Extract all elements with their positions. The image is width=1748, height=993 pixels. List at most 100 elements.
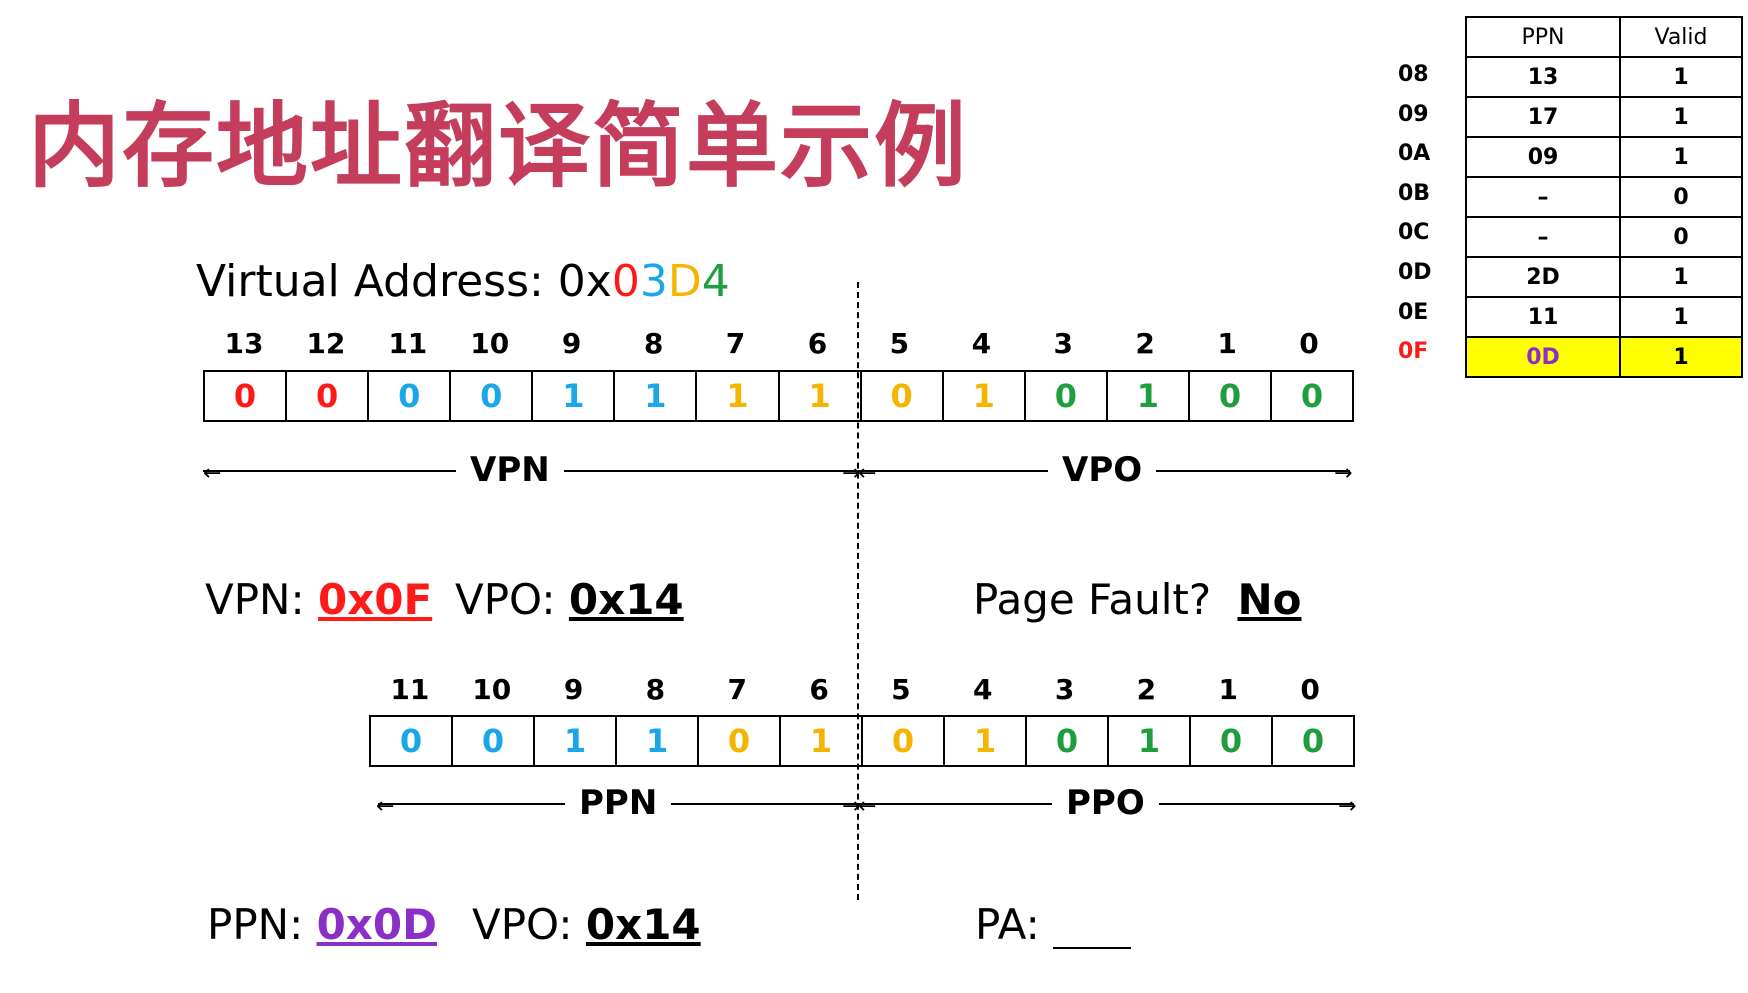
page-table-ppn-cell: 0D bbox=[1465, 336, 1621, 378]
page-table-ppn-cell: 2D bbox=[1465, 256, 1621, 298]
va-bit-position: 4 bbox=[971, 327, 992, 360]
page-table-index-label: 0D bbox=[1398, 260, 1432, 285]
va-bit-position: 5 bbox=[889, 327, 910, 360]
ppo-label: PPO bbox=[1052, 783, 1159, 823]
va-bit-cell: 1 bbox=[1108, 372, 1190, 420]
pa-bit-cell: 0 bbox=[1027, 717, 1109, 765]
page-table-ppn-cell: – bbox=[1465, 216, 1621, 258]
va-bit-position: 8 bbox=[643, 327, 664, 360]
page-table-valid-cell: 1 bbox=[1619, 96, 1743, 138]
va-bit-position: 13 bbox=[224, 327, 264, 360]
va-bit-position: 3 bbox=[1053, 327, 1073, 360]
page-table-ppn-cell: 17 bbox=[1465, 96, 1621, 138]
virtual-address-digit: D bbox=[667, 256, 702, 307]
page-table-header: PPN Valid bbox=[1465, 16, 1743, 58]
pa-bit-cell: 0 bbox=[453, 717, 535, 765]
pa-bit-cell: 0 bbox=[699, 717, 781, 765]
va-bit-cell: 1 bbox=[697, 372, 780, 420]
pa-bit-position: 3 bbox=[1054, 673, 1075, 706]
va-bit-position: 1 bbox=[1217, 327, 1237, 360]
va-bit-position: 2 bbox=[1135, 327, 1155, 360]
pa-bit-cell: 1 bbox=[945, 717, 1027, 765]
pa-bit-position: 9 bbox=[563, 673, 584, 706]
pa-bit-position: 2 bbox=[1136, 673, 1157, 706]
ppo-arrow-left-head: ← bbox=[858, 794, 877, 819]
page-title: 内存地址翻译简单示例 bbox=[28, 93, 969, 200]
va-bit-position: 7 bbox=[725, 327, 746, 360]
page-table-ppn-cell: – bbox=[1465, 176, 1621, 218]
page-table-index-label: 0C bbox=[1398, 220, 1430, 246]
page-table-row: –0 bbox=[1465, 176, 1743, 218]
vpn-result-label: VPN: bbox=[205, 575, 318, 624]
ppn-result-label: PPN: bbox=[207, 900, 317, 949]
pa-bit-position: 6 bbox=[809, 673, 829, 706]
page-table-valid-cell: 0 bbox=[1619, 176, 1743, 218]
pa-result: PA: bbox=[975, 900, 1132, 949]
pa-bit-position: 1 bbox=[1218, 673, 1238, 706]
vpn-arrow-left-head: ← bbox=[203, 461, 222, 486]
ppn-result: PPN: 0x0D bbox=[207, 900, 437, 949]
pa-bit-cell: 0 bbox=[1191, 717, 1273, 765]
virtual-address-prefix: 0x bbox=[557, 256, 612, 307]
ppn-label: PPN bbox=[565, 783, 672, 823]
va-bit-cell: 0 bbox=[451, 372, 534, 420]
virtual-address-digit: 0 bbox=[611, 256, 640, 307]
page-table-ppn-cell: 11 bbox=[1465, 296, 1621, 338]
virtual-address-label: Virtual Address: bbox=[196, 256, 558, 307]
page-table-ppn-cell: 13 bbox=[1465, 56, 1621, 98]
va-bit-position: 10 bbox=[470, 327, 510, 360]
vpo-result: VPO: 0x14 bbox=[455, 575, 684, 624]
va-bit-cell: 1 bbox=[615, 372, 698, 420]
vpo-arrow-left-head: ← bbox=[858, 461, 877, 486]
va-bit-cell: 0 bbox=[369, 372, 452, 420]
page-table-valid-cell: 1 bbox=[1619, 136, 1743, 178]
vpo-label: VPO bbox=[1048, 450, 1157, 490]
page-table-index-label: 0A bbox=[1398, 141, 1431, 167]
page-fault-label: Page Fault? bbox=[973, 575, 1225, 624]
page-table-header-ppn: PPN bbox=[1465, 16, 1621, 58]
virtual-address-digits: 03D4 bbox=[612, 256, 730, 307]
pa-result-label: PA: bbox=[975, 900, 1054, 949]
pa-bit-cell: 0 bbox=[371, 717, 453, 765]
vpo-result-label: VPO: bbox=[455, 575, 569, 624]
page-table-index-label: 0E bbox=[1398, 299, 1429, 325]
vpn-result-value: 0x0F bbox=[317, 575, 433, 624]
page-table-header-valid: Valid bbox=[1619, 16, 1743, 58]
pa-bit-cell: 1 bbox=[535, 717, 617, 765]
vpo-result-2-label: VPO: bbox=[472, 900, 586, 949]
va-bit-position: 6 bbox=[807, 327, 828, 360]
va-bit-cell: 0 bbox=[205, 372, 288, 420]
pa-bit-position: 10 bbox=[472, 673, 512, 706]
vpn-arrow-right-head: → bbox=[842, 461, 861, 486]
vpo-result-value: 0x14 bbox=[568, 575, 684, 624]
vpo-arrow-right-head: → bbox=[1334, 461, 1353, 486]
virtual-address-digit: 4 bbox=[701, 256, 730, 307]
ppn-arrow-left-head: ← bbox=[376, 794, 395, 819]
va-bit-cell: 1 bbox=[780, 372, 862, 420]
page-fault-result: Page Fault? No bbox=[973, 575, 1314, 624]
page-table-index-label: 08 bbox=[1398, 62, 1429, 87]
vpn-vpo-divider bbox=[857, 282, 859, 900]
pa-bit-position: 11 bbox=[390, 673, 430, 706]
vpo-result-2-value: 0x14 bbox=[585, 900, 701, 949]
pa-bit-cell: 0 bbox=[863, 717, 945, 765]
pa-bit-cell: 0 bbox=[1301, 722, 1325, 760]
va-bit-cell: 0 bbox=[1190, 372, 1273, 420]
page-table-valid-cell: 1 bbox=[1619, 56, 1743, 98]
page-table-valid-cell: 1 bbox=[1619, 296, 1743, 338]
va-bit-cell: 0 bbox=[862, 372, 944, 420]
virtual-address: Virtual Address: 0x03D4 bbox=[196, 256, 730, 307]
va-bit-position: 12 bbox=[306, 327, 346, 360]
page-table-row: –0 bbox=[1465, 216, 1743, 258]
pa-bit-position: 7 bbox=[727, 673, 747, 706]
